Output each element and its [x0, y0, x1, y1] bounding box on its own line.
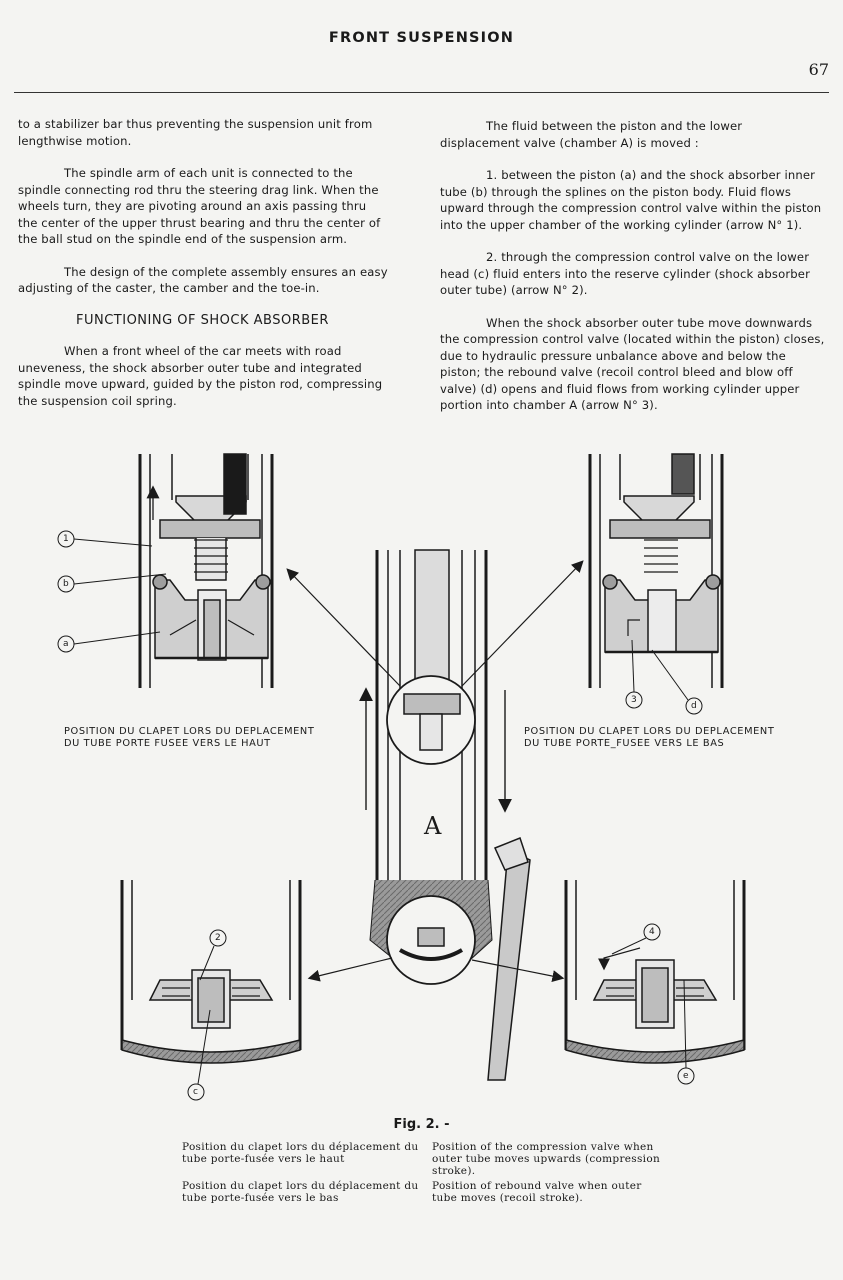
paragraph: The spindle arm of each unit is connecte… — [18, 166, 381, 246]
caption-english-2: Position of rebound valve when outer tub… — [432, 1180, 642, 1204]
header-rule — [14, 92, 829, 93]
right-text-column: The fluid between the piston and the low… — [440, 118, 825, 414]
figure-title: Fig. 2. - — [393, 1117, 450, 1132]
caption-french-2: Position du clapet lors du déplacement d… — [182, 1180, 419, 1204]
upper-right-label-line1: POSITION DU CLAPET LORS DU DEPLACEMENT — [524, 726, 775, 737]
section-heading: FUNCTIONING OF SHOCK ABSORBER — [76, 312, 329, 328]
paragraph: When the shock absorber outer tube move … — [440, 315, 825, 413]
paragraph: 2. through the compression control valve… — [440, 250, 810, 297]
callout-4: 4 — [649, 927, 656, 937]
callout-1: 1 — [63, 534, 70, 544]
callout-c: c — [193, 1087, 199, 1097]
page-header-title: FRONT SUSPENSION — [328, 30, 515, 46]
upper-left-label-line2: DU TUBE PORTE FUSEE VERS LE HAUT — [64, 738, 271, 749]
paragraph: 1. between the piston (a) and the shock … — [440, 168, 822, 232]
central-cylinder — [286, 549, 584, 1081]
upper-left-valve-detail — [138, 453, 274, 688]
callout-b: b — [63, 579, 70, 589]
paragraph: The fluid between the piston and the low… — [440, 119, 743, 150]
lower-callouts — [187, 923, 695, 1101]
lower-right-valve-detail — [564, 880, 746, 1064]
caption-english-1: Position of the compression valve when o… — [432, 1141, 661, 1177]
callout-2: 2 — [215, 933, 222, 943]
chamber-a-label: A — [424, 812, 442, 840]
shock-absorber-figure: 1 b a 3 d 2 c 4 e POSITION DU CLAPET LOR… — [0, 440, 843, 1120]
callout-3: 3 — [631, 695, 638, 705]
paragraph: When a front wheel of the car meets with… — [18, 344, 383, 408]
paragraph: to a stabilizer bar thus preventing the … — [18, 117, 373, 148]
left-text-column: to a stabilizer bar thus preventing the … — [18, 116, 388, 409]
upper-left-label-line1: POSITION DU CLAPET LORS DU DEPLACEMENT — [64, 726, 315, 737]
page-number: 67 — [808, 60, 829, 79]
shock-absorber-diagram — [57, 453, 746, 1101]
upper-callouts — [57, 530, 703, 715]
caption-french-1: Position du clapet lors du déplacement d… — [182, 1141, 419, 1165]
paragraph: The design of the complete assembly ensu… — [18, 264, 388, 296]
upper-right-label-line2: DU TUBE PORTE_FUSEE VERS LE BAS — [524, 738, 725, 749]
callout-a: a — [63, 639, 70, 649]
upper-right-valve-detail — [588, 453, 724, 688]
callout-e: e — [683, 1071, 690, 1081]
callout-d: d — [691, 701, 698, 711]
lower-left-valve-detail — [120, 880, 302, 1064]
